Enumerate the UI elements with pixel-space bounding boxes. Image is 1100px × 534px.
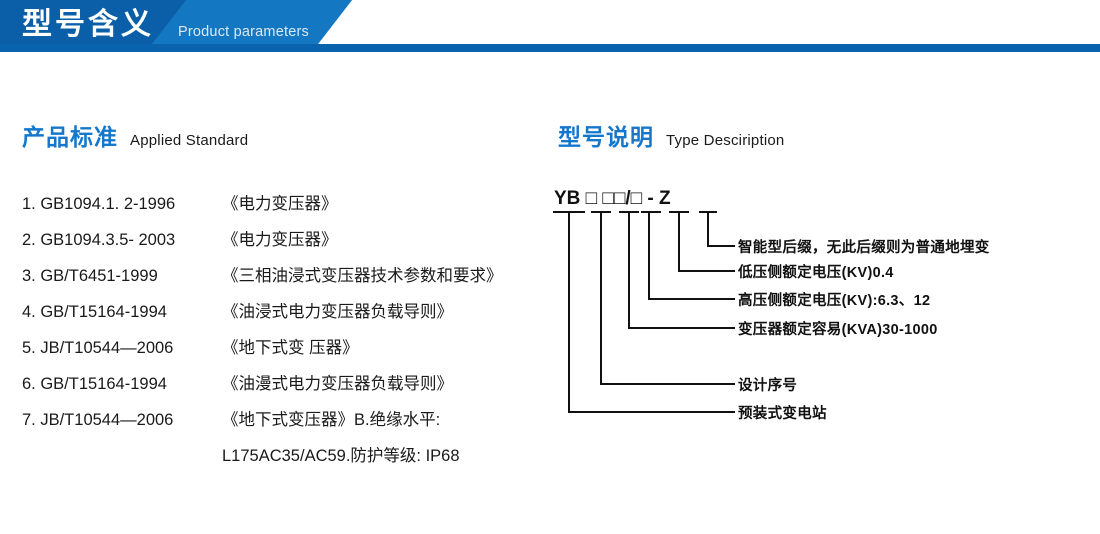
section-heading-applied-standard-en: Applied Standard xyxy=(130,132,249,149)
standard-item-name: 《三相油浸式变压器技术参数和要求》 xyxy=(222,267,503,285)
standard-item-name: 《油漫式电力变压器负载导则》 xyxy=(222,375,453,393)
standard-item: 5. JB/T10544—2006 《地下式变 压器》 xyxy=(22,334,542,370)
leader-line-prefab-substation xyxy=(568,211,735,413)
section-heading-applied-standard-cn: 产品标准 xyxy=(22,124,118,150)
standard-item-name: 《油浸式电力变压器负载导则》 xyxy=(222,303,453,321)
standard-item: 2. GB1094.3.5- 2003 《电力变压器》 xyxy=(22,226,542,262)
standard-item-code: 4. GB/T15164-1994 xyxy=(22,303,167,321)
leader-line-hv-rated-voltage xyxy=(648,211,735,300)
standard-item-code: 6. GB/T15164-1994 xyxy=(22,375,167,393)
standard-item-name: 《地下式变压器》B.绝缘水平: xyxy=(222,411,441,429)
standard-item-code: 2. GB1094.3.5- 2003 xyxy=(22,231,176,249)
leader-line-intelligent-suffix xyxy=(707,211,735,247)
standard-item-name: 《电力变压器》 xyxy=(222,231,338,249)
page-header-banner: 型号含义 Product parameters xyxy=(0,0,1100,52)
section-heading-applied-standard: 产品标准 Applied Standard xyxy=(22,118,248,152)
type-code-string: YB □ □□/□ - Z xyxy=(554,188,671,209)
standard-item-indent-spacer xyxy=(22,442,222,478)
standard-item: 6. GB/T15164-1994 《油漫式电力变压器负载导则》 xyxy=(22,370,542,406)
banner-dark-block xyxy=(0,0,186,44)
standard-item: 3. GB/T6451-1999 《三相油浸式变压器技术参数和要求》 xyxy=(22,262,542,298)
type-code-diagram: YB □ □□/□ - Z 智能型后缀，无此后缀则为普通地埋变 xyxy=(548,188,1093,448)
leader-label-rated-capacity: 变压器额定容易(KVA)30-1000 xyxy=(738,322,938,338)
standard-item: 7. JB/T10544—2006 《地下式变压器》B.绝缘水平: xyxy=(22,406,542,442)
leader-label-hv-rated-voltage: 高压侧额定电压(KV):6.3、12 xyxy=(738,293,931,309)
standard-item-code: 1. GB1094.1. 2-1996 xyxy=(22,195,176,213)
section-heading-type-description: 型号说明 Type Desciription xyxy=(558,118,784,152)
leader-line-design-serial xyxy=(600,211,735,385)
section-heading-type-description-en: Type Desciription xyxy=(666,132,785,149)
leader-line-lv-rated-voltage xyxy=(678,211,735,272)
leader-label-intelligent-suffix: 智能型后缀，无此后缀则为普通地埋变 xyxy=(738,240,990,256)
leader-line-rated-capacity xyxy=(628,211,735,329)
standard-item-code: 3. GB/T6451-1999 xyxy=(22,267,158,285)
leader-lines-group xyxy=(553,211,735,413)
standard-item-code: 5. JB/T10544—2006 xyxy=(22,339,174,357)
leader-label-lv-rated-voltage: 低压侧额定电压(KV)0.4 xyxy=(738,265,894,281)
section-heading-type-description-cn: 型号说明 xyxy=(558,124,654,150)
leader-label-design-serial: 设计序号 xyxy=(738,378,798,394)
standard-item: 4. GB/T15164-1994 《油浸式电力变压器负载导则》 xyxy=(22,298,542,334)
leader-label-prefab-substation: 预装式变电站 xyxy=(738,406,827,422)
standards-list: 1. GB1094.1. 2-1996 《电力变压器》 2. GB1094.3.… xyxy=(22,190,542,478)
standard-item-name: 《电力变压器》 xyxy=(222,195,338,213)
standard-item: 1. GB1094.1. 2-1996 《电力变压器》 xyxy=(22,190,542,226)
standard-item-name: 《地下式变 压器》 xyxy=(222,339,359,357)
banner-bottom-bar xyxy=(0,44,1100,52)
standard-item-code: 7. JB/T10544—2006 xyxy=(22,411,174,429)
standard-item-continuation-text: L175AC35/AC59.防护等级: IP68 xyxy=(222,447,460,465)
standard-item-continuation: L175AC35/AC59.防护等级: IP68 xyxy=(22,442,542,478)
